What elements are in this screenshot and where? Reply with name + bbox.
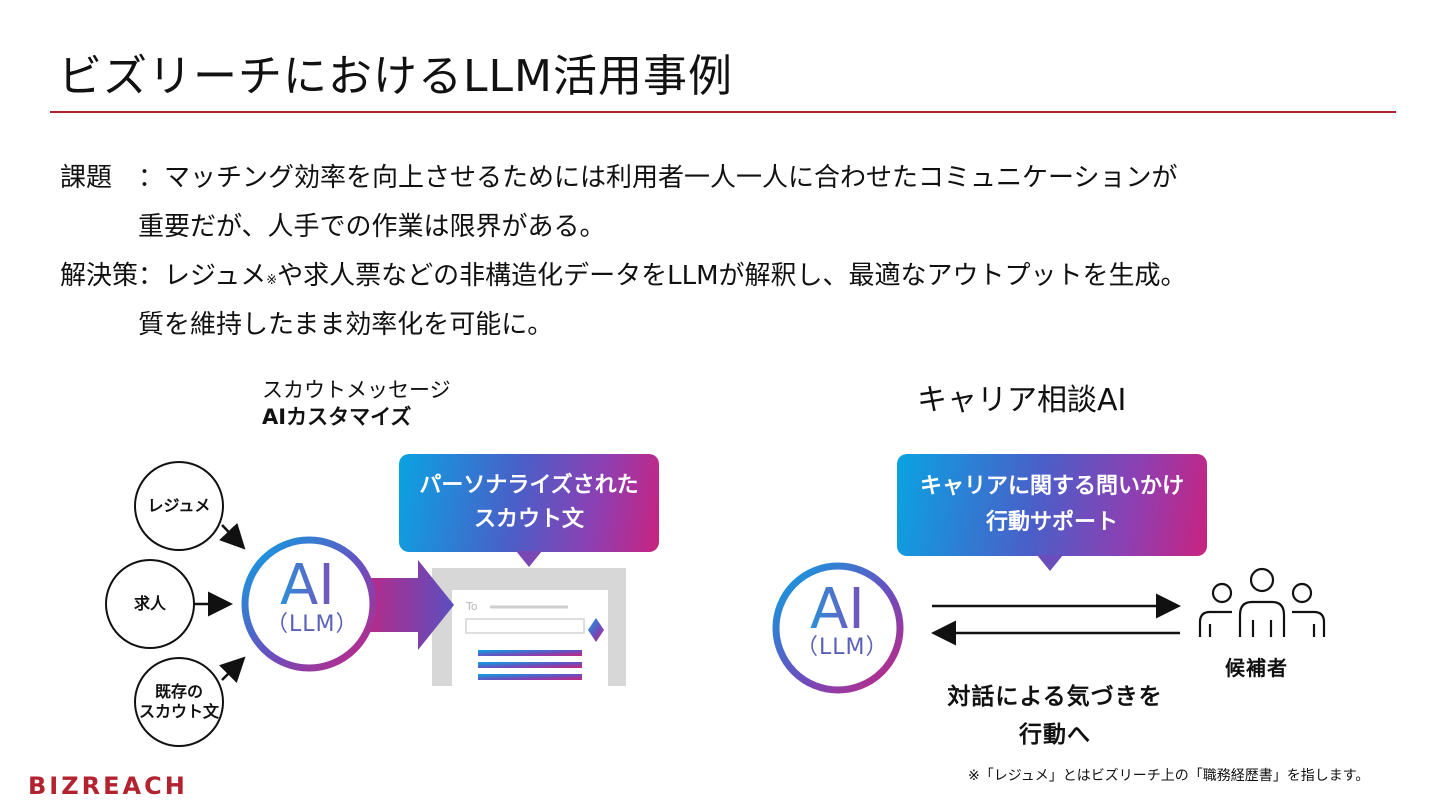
- input-existing-scout: 既存の スカウト文: [134, 657, 224, 747]
- candidate-label: 候補者: [1225, 656, 1288, 680]
- career-llm-label: （LLM）: [796, 635, 889, 660]
- solution-label: 解決策: [60, 261, 139, 291]
- sparkle-icon: [588, 618, 604, 642]
- scout-output-bubble: パーソナライズされた スカウト文: [399, 454, 659, 552]
- career-bubble-line-1: キャリアに関する問いかけ: [919, 474, 1184, 499]
- scout-bubble-line-1: パーソナライズされた: [419, 473, 639, 498]
- issue-text-1: マッチング効率を向上させるためには利用者一人一人に合わせたコミュニケーションが: [164, 163, 1178, 193]
- career-title: キャリア相談AI: [917, 383, 1127, 418]
- scout-caption-line-2: AIカスタマイズ: [262, 405, 412, 429]
- solution-line-1: 解決策：レジュメ※や求人票などの非構造化データをLLMが解釈し、最適なアウトプッ…: [60, 263, 1187, 289]
- scout-llm-label: （LLM）: [266, 612, 359, 637]
- career-bubble-pointer: [1037, 555, 1063, 571]
- slide-title: ビズリーチにおけるLLM活用事例: [58, 51, 733, 102]
- arrow-resume-to-ai: [219, 522, 246, 550]
- issue-line-2: 重要だが、人手での作業は限界がある。: [138, 212, 606, 242]
- arrow-scout-to-ai: [219, 656, 246, 683]
- scout-ai-label: AI: [280, 553, 335, 618]
- output-arrow: [350, 560, 454, 650]
- people-icon: [1198, 567, 1326, 637]
- dialog-caption-line-1: 対話による気づきを: [947, 684, 1163, 710]
- career-ai-ring: [772, 562, 904, 694]
- issue-label: 課題: [60, 163, 113, 193]
- input-resume: レジュメ: [134, 461, 224, 551]
- footnote: ※「レジュメ」とはビズリーチ上の「職務経歴書」を指します。: [968, 768, 1370, 784]
- document-text-line-1: [478, 650, 582, 656]
- solution-text-1a: レジュメ: [164, 261, 267, 291]
- career-ai-label: AI: [810, 577, 865, 642]
- document-text-line-2: [478, 662, 582, 668]
- issue-line-1: 課題 ：マッチング効率を向上させるためには利用者一人一人に合わせたコミュニケーショ…: [60, 165, 1178, 191]
- scout-caption: スカウトメッセージ AIカスタマイズ: [262, 377, 451, 431]
- footnote-mark: ※: [266, 273, 278, 288]
- scout-bubble-line-2: スカウト文: [473, 507, 584, 532]
- document-to-label: To: [466, 600, 478, 613]
- input-job: 求人: [105, 559, 195, 649]
- solution-text-1b: や求人票などの非構造化データをLLMが解釈し、最適なアウトプットを生成。: [277, 261, 1187, 291]
- scout-bubble-pointer: [516, 551, 542, 567]
- issue-separator: ：: [138, 163, 165, 193]
- document-field: [465, 618, 585, 634]
- scout-caption-line-1: スカウトメッセージ: [262, 378, 451, 402]
- title-divider: [50, 111, 1396, 113]
- solution-separator: ：: [138, 261, 165, 291]
- career-bubble: キャリアに関する問いかけ 行動サポート: [897, 454, 1207, 556]
- document-text-line-3: [478, 674, 582, 680]
- scout-ai-ring: [241, 536, 377, 672]
- dialog-caption: 対話による気づきを 行動へ: [935, 678, 1175, 754]
- career-bubble-line-2: 行動サポート: [985, 510, 1118, 535]
- solution-line-2: 質を維持したまま効率化を可能に。: [138, 310, 554, 340]
- input-existing-scout-line-1: 既存の: [154, 682, 203, 701]
- bizreach-logo: BIZREACH: [28, 772, 188, 800]
- dialog-caption-line-2: 行動へ: [1019, 722, 1091, 748]
- input-existing-scout-line-2: スカウト文: [138, 702, 219, 721]
